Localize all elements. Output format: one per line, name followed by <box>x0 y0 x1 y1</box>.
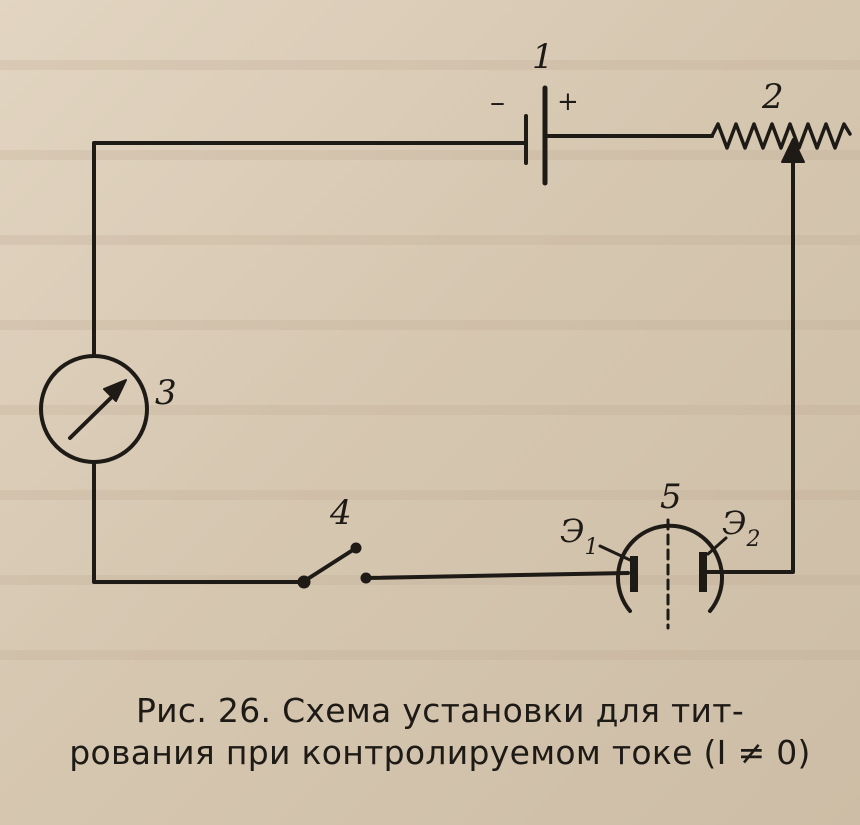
figure-caption: Рис. 26. Схема установки для тит- ровани… <box>40 690 840 774</box>
wire-switch-to-cell <box>365 571 630 580</box>
electrode-2-leader <box>706 536 728 556</box>
meter-label: 3 <box>155 373 177 413</box>
bleed-through-line <box>0 150 860 160</box>
rheostat-slider-arrow <box>781 138 805 163</box>
cell-vessel <box>616 523 724 613</box>
bleed-through-line <box>0 320 860 330</box>
bleed-through-line <box>0 650 860 660</box>
electrode-1-leader <box>598 544 632 562</box>
wire-left-bottom <box>92 460 300 584</box>
bleed-through-line <box>0 235 860 245</box>
electrode-2-label: Э2 <box>722 504 760 552</box>
switch-blade-tip <box>350 542 362 554</box>
bleed-through-line <box>0 575 860 585</box>
rheostat-resistor <box>710 122 852 150</box>
battery-minus-label: – <box>490 85 505 120</box>
bleed-through-line <box>0 490 860 500</box>
wire-top-left <box>92 141 528 358</box>
switch-label: 4 <box>329 493 352 533</box>
rheostat-label: 2 <box>761 77 784 117</box>
battery-plus-label: + <box>557 87 579 117</box>
bleed-through-line <box>0 60 860 70</box>
switch-blade <box>304 546 358 582</box>
meter-circle <box>39 354 149 464</box>
electrode-1-label: Э1 <box>560 512 598 560</box>
cell-label: 5 <box>660 477 682 517</box>
caption-line-1: Рис. 26. Схема установки для тит- <box>135 691 745 730</box>
bleed-through-line <box>0 405 860 415</box>
switch-right-contact <box>360 572 372 584</box>
battery-label: 1 <box>532 37 554 77</box>
wire-right <box>702 158 795 574</box>
meter-needle-arrowhead <box>103 379 127 402</box>
caption-line-2: рования при контролируемом токе (I ≠ 0) <box>69 733 811 772</box>
